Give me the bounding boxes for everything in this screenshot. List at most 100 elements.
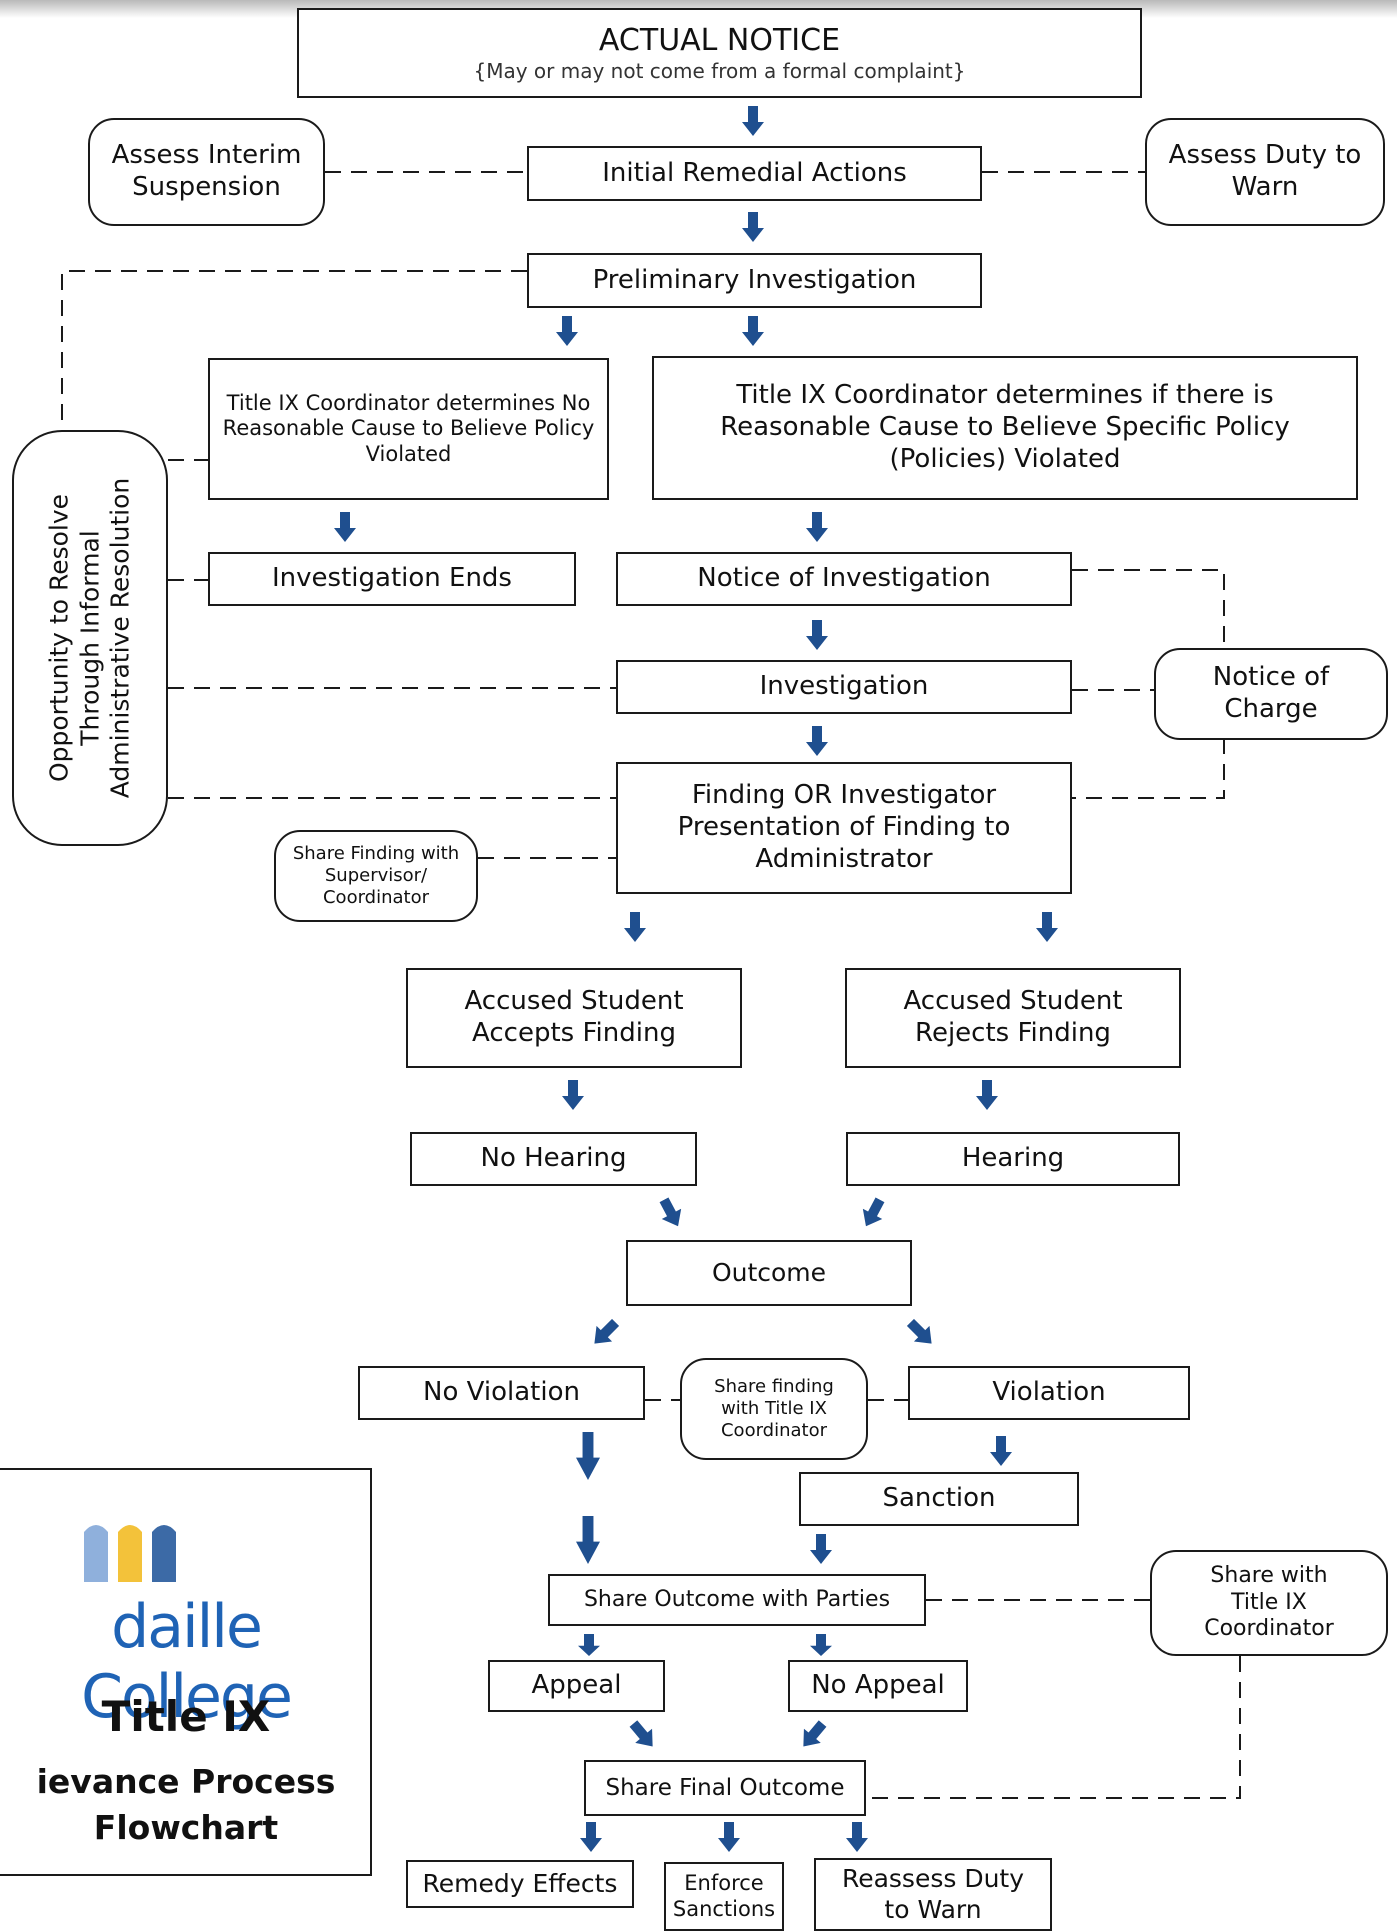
rejects-finding-label: Accused Student Rejects Finding: [903, 986, 1123, 1048]
arrow-down-icon: [990, 1436, 1012, 1466]
cause-label: Title IX Coordinator determines if there…: [720, 380, 1290, 474]
violation-box: Violation: [908, 1366, 1190, 1420]
arrow-down-icon: [594, 1318, 620, 1344]
share-final-outcome-label: Share Final Outcome: [605, 1774, 845, 1801]
arrow-down-icon: [810, 1634, 832, 1656]
violation-label: Violation: [992, 1377, 1106, 1408]
arrow-down-icon: [576, 1432, 600, 1480]
arrow-down-icon: [976, 1080, 998, 1110]
arrow-down-icon: [629, 1720, 653, 1747]
appeal-label: Appeal: [531, 1670, 622, 1701]
sanction-box: Sanction: [799, 1472, 1079, 1526]
remedy-effects-box: Remedy Effects: [406, 1860, 634, 1908]
connector-final: [866, 1656, 1241, 1799]
reassess-duty-label: Reassess Duty to Warn: [841, 1864, 1025, 1924]
college-name: daille College: [81, 1592, 293, 1732]
share-outcome-box: Share Outcome with Parties: [548, 1574, 926, 1626]
share-finding-supervisor-box: Share Finding with Supervisor/ Coordinat…: [274, 830, 478, 922]
arrow-down-icon: [803, 1720, 827, 1747]
arrow-down-icon: [1036, 912, 1058, 942]
rejects-finding-box: Accused Student Rejects Finding: [845, 968, 1181, 1068]
arrow-down-icon: [862, 1197, 885, 1227]
arrow-down-icon: [624, 912, 646, 942]
assess-duty-box: Assess Duty to Warn: [1145, 118, 1385, 226]
outcome-label: Outcome: [711, 1257, 827, 1287]
notice-of-charge-label: Notice of Charge: [1212, 662, 1330, 724]
actual-notice-box: ACTUAL NOTICE {May or may not come from …: [297, 8, 1142, 98]
hearing-label: Hearing: [961, 1143, 1065, 1174]
share-with-titleix-box: Share with Title IX Coordinator: [1150, 1550, 1388, 1656]
initial-remedial-label: Initial Remedial Actions: [602, 157, 907, 188]
logo-subtitle-line1: ievance Process: [36, 1762, 336, 1801]
cause-box: Title IX Coordinator determines if there…: [652, 356, 1358, 500]
arrow-down-icon: [806, 512, 828, 542]
actual-notice-subtitle: {May or may not come from a formal compl…: [473, 59, 966, 84]
enforce-sanctions-label: Enforce Sanctions: [672, 1870, 776, 1921]
no-appeal-box: No Appeal: [788, 1660, 968, 1712]
no-appeal-label: No Appeal: [811, 1670, 945, 1701]
preliminary-investigation-label: Preliminary Investigation: [592, 264, 917, 295]
actual-notice-title: ACTUAL NOTICE: [598, 22, 841, 58]
arrow-down-icon: [334, 512, 356, 542]
finding-label: Finding OR Investigator Presentation of …: [677, 780, 1011, 874]
logo-title: Title IX: [101, 1692, 271, 1741]
connector-notice-charge-bottom: [1072, 738, 1225, 799]
accepts-finding-box: Accused Student Accepts Finding: [406, 968, 742, 1068]
arrow-down-icon: [556, 316, 578, 346]
share-finding-supervisor-label: Share Finding with Supervisor/ Coordinat…: [292, 843, 460, 908]
arrow-down-icon: [659, 1197, 682, 1227]
connector-notice-charge-top: [1072, 569, 1225, 648]
investigation-ends-box: Investigation Ends: [208, 552, 576, 606]
sanction-label: Sanction: [882, 1483, 996, 1514]
share-with-titleix-label: Share with Title IX Coordinator: [1204, 1562, 1334, 1642]
arrow-down-icon: [846, 1822, 868, 1852]
arrow-down-icon: [742, 316, 764, 346]
remedy-effects-label: Remedy Effects: [422, 1868, 618, 1898]
share-final-outcome-box: Share Final Outcome: [584, 1760, 866, 1816]
notice-of-charge-box: Notice of Charge: [1154, 648, 1388, 740]
share-outcome-label: Share Outcome with Parties: [583, 1586, 891, 1612]
no-hearing-label: No Hearing: [480, 1143, 627, 1174]
assess-duty-label: Assess Duty to Warn: [1168, 140, 1362, 202]
arrow-down-icon: [806, 726, 828, 756]
enforce-sanctions-box: Enforce Sanctions: [664, 1862, 784, 1931]
arrow-down-icon: [562, 1080, 584, 1110]
assess-interim-box: Assess Interim Suspension: [88, 118, 325, 226]
appeal-box: Appeal: [488, 1660, 665, 1712]
accepts-finding-label: Accused Student Accepts Finding: [464, 986, 684, 1048]
arrow-down-icon: [906, 1318, 932, 1344]
outcome-box: Outcome: [626, 1240, 912, 1306]
no-hearing-box: No Hearing: [410, 1132, 697, 1186]
initial-remedial-box: Initial Remedial Actions: [527, 146, 982, 201]
informal-resolution-box: Opportunity to Resolve Through Informal …: [12, 430, 168, 846]
assess-interim-label: Assess Interim Suspension: [111, 140, 302, 202]
reassess-duty-box: Reassess Duty to Warn: [814, 1858, 1052, 1931]
investigation-ends-label: Investigation Ends: [272, 563, 512, 594]
no-violation-box: No Violation: [358, 1366, 645, 1420]
arrow-down-icon: [742, 212, 764, 242]
logo-subtitle-line2: Flowchart: [93, 1808, 279, 1847]
preliminary-investigation-box: Preliminary Investigation: [527, 253, 982, 308]
arrow-down-icon: [810, 1534, 832, 1564]
no-cause-box: Title IX Coordinator determines No Reaso…: [208, 358, 609, 500]
notice-of-investigation-label: Notice of Investigation: [697, 563, 991, 594]
arrow-down-icon: [578, 1634, 600, 1656]
arrow-down-icon: [742, 106, 764, 136]
informal-resolution-label: Opportunity to Resolve Through Informal …: [44, 477, 135, 799]
arrow-down-icon: [806, 620, 828, 650]
arrow-down-icon: [576, 1516, 600, 1564]
investigation-box: Investigation: [616, 660, 1072, 714]
notice-of-investigation-box: Notice of Investigation: [616, 552, 1072, 606]
logo-panel: daille College Title IX ievance Process …: [0, 1468, 372, 1876]
share-finding-titleix-label: Share finding with Title IX Coordinator: [714, 1376, 834, 1441]
share-finding-titleix-box: Share finding with Title IX Coordinator: [680, 1358, 868, 1460]
no-violation-label: No Violation: [423, 1377, 580, 1408]
no-cause-label: Title IX Coordinator determines No Reaso…: [222, 390, 595, 466]
arrow-down-icon: [718, 1822, 740, 1852]
hearing-box: Hearing: [846, 1132, 1180, 1186]
college-logo-icon: [84, 1525, 176, 1582]
investigation-label: Investigation: [759, 671, 929, 702]
finding-box: Finding OR Investigator Presentation of …: [616, 762, 1072, 894]
arrow-down-icon: [580, 1822, 602, 1852]
